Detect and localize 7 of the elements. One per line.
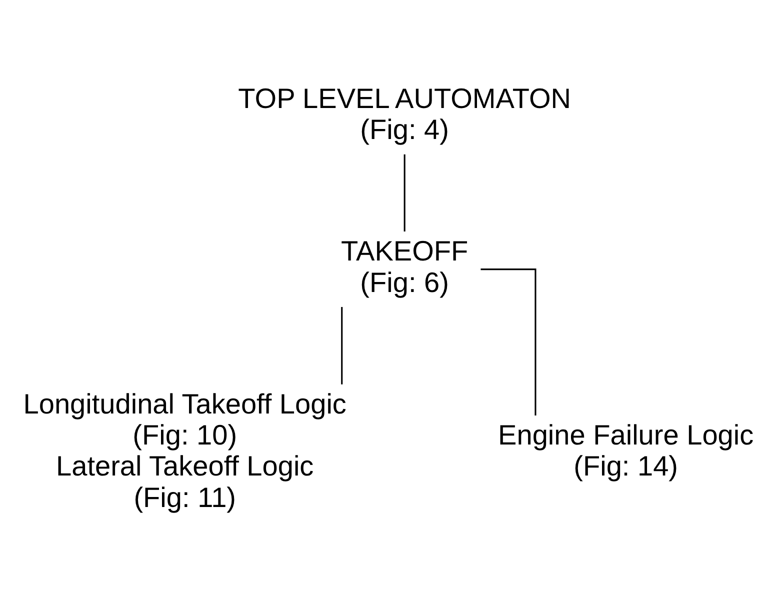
connector xyxy=(341,306,343,384)
node-text: Engine Failure Logic (Fig: 14) xyxy=(498,418,754,482)
node-text: Longitudinal Takeoff Logic (Fig: 10) Lateral Takeoff Logic (Fig: 11) xyxy=(23,388,346,512)
node-text: TAKEOFF (Fig: 6) xyxy=(340,235,468,298)
node-text: TOP LEVEL AUTOMATON (Fig: 4) xyxy=(238,82,572,145)
connector xyxy=(480,268,536,416)
connector xyxy=(404,154,406,231)
